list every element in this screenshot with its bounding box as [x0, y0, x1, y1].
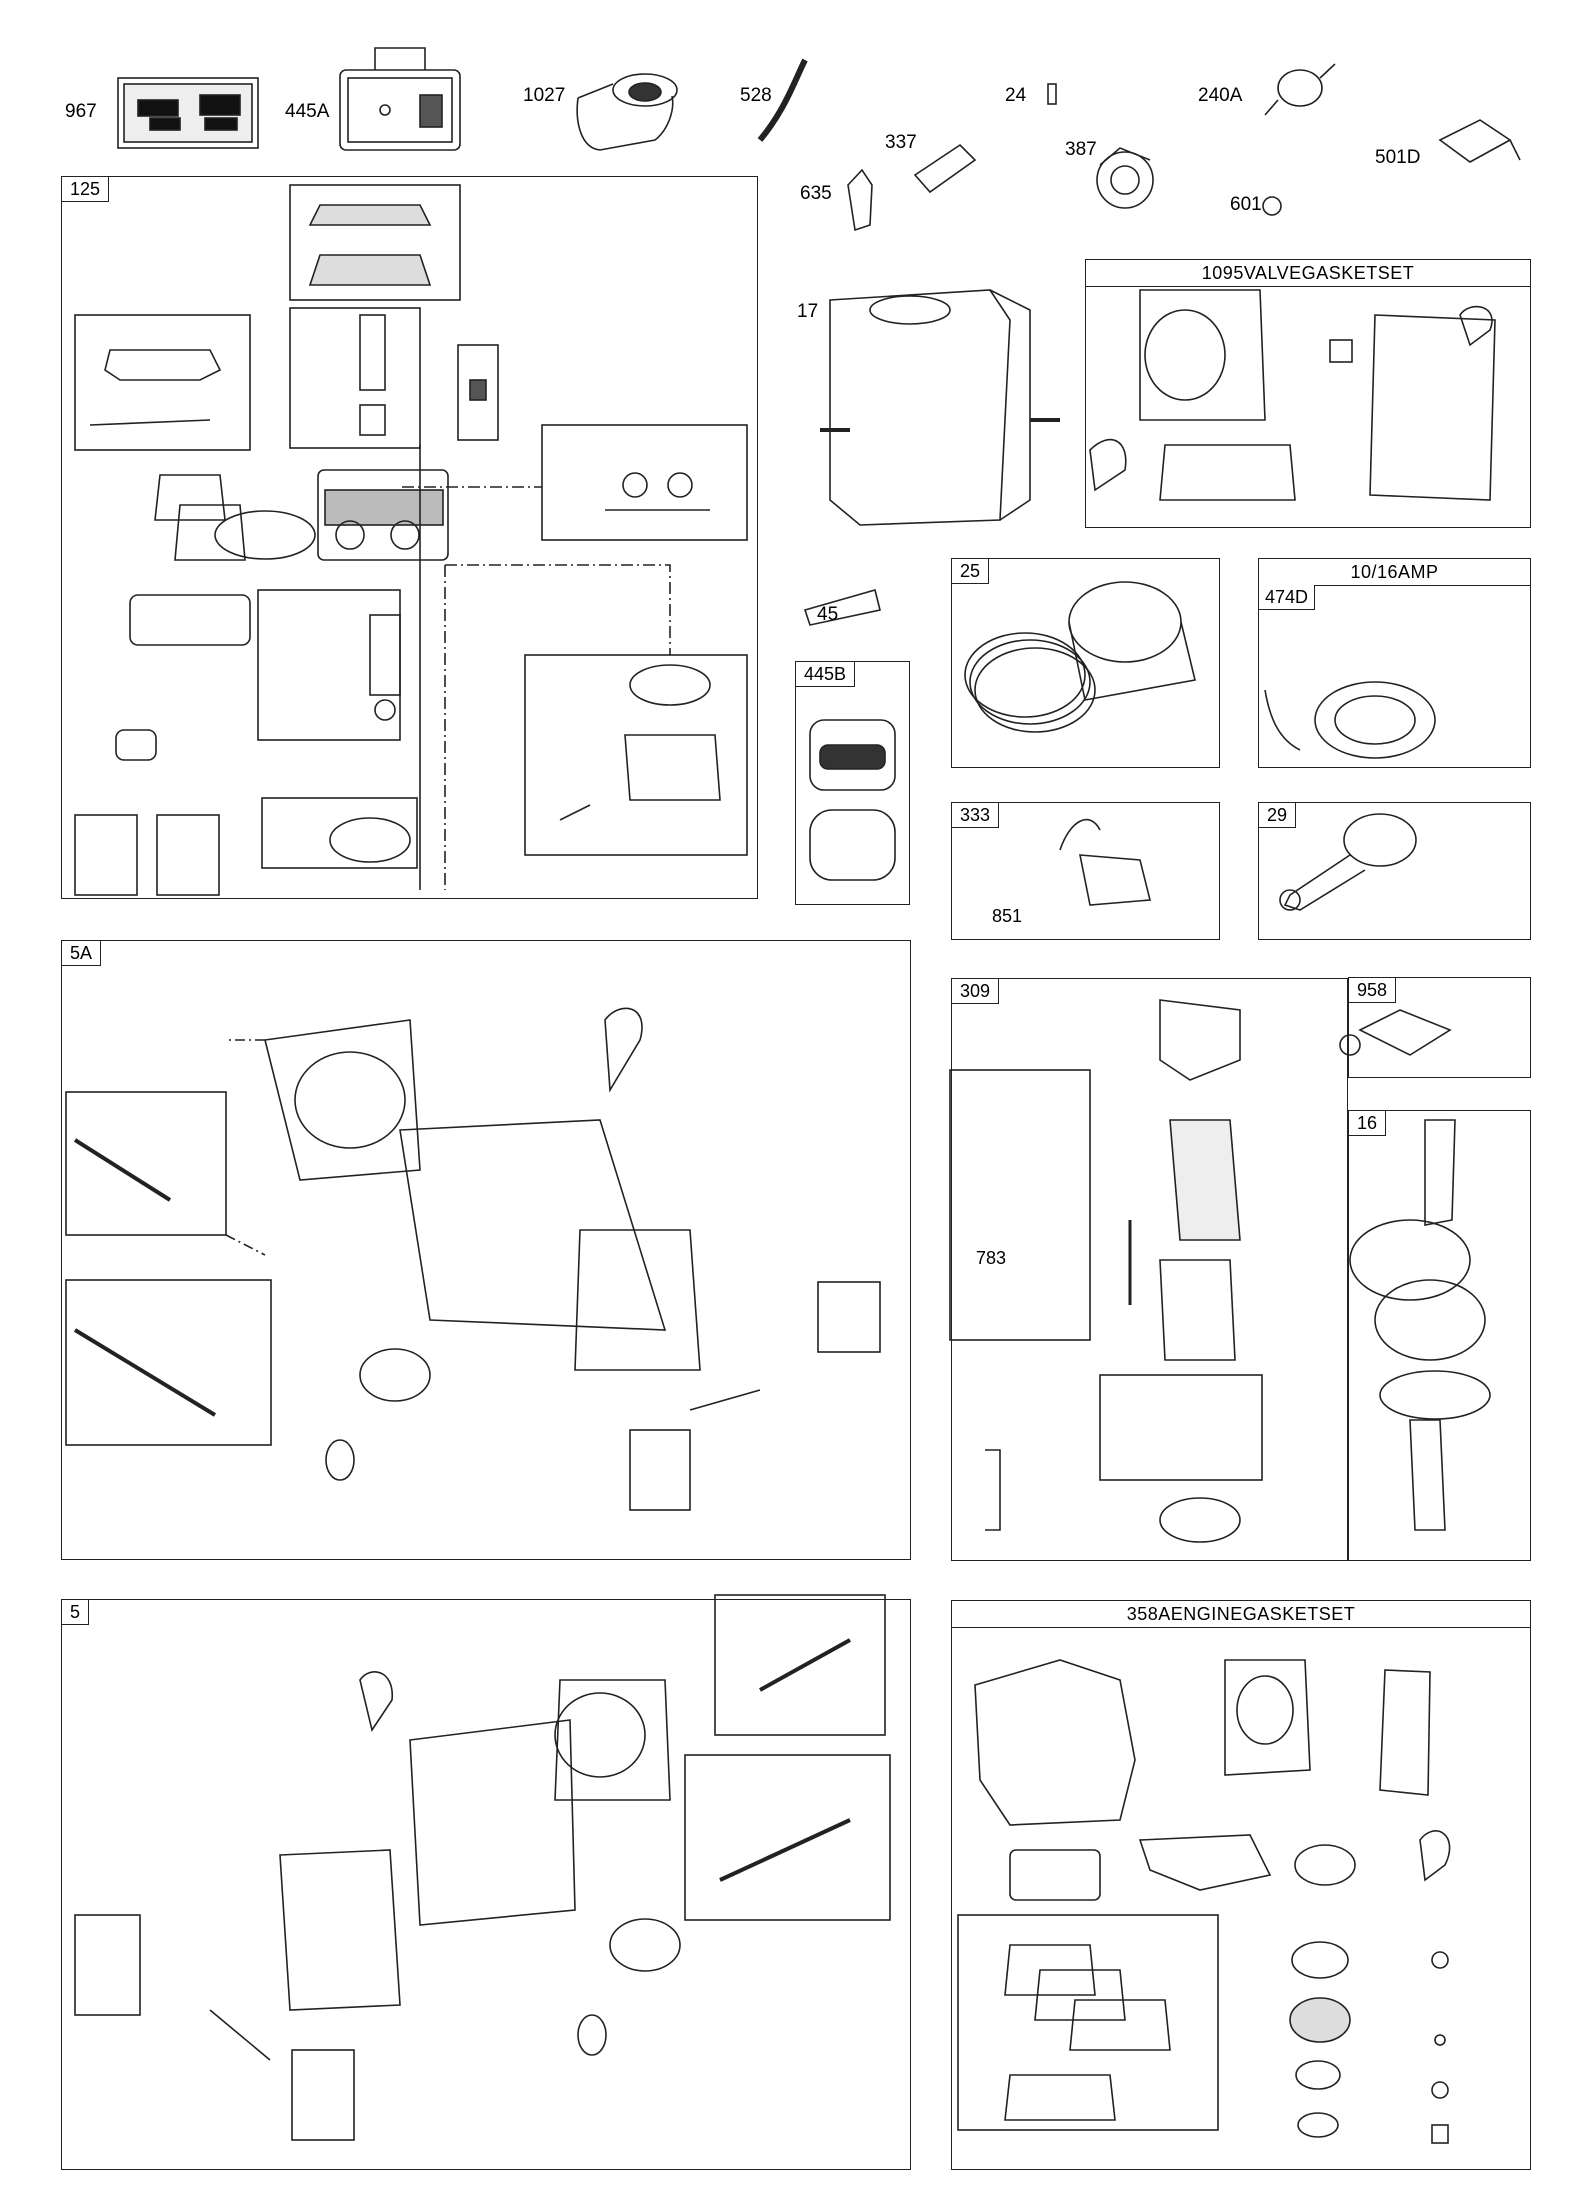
- valve-45-illustration: [803, 589, 881, 626]
- group-box-309: 309 783: [951, 978, 1348, 1561]
- group-tag-16: 16: [1349, 1111, 1387, 1136]
- group-box-125: 125: [61, 176, 758, 899]
- label-part-1027: 1027: [523, 85, 566, 106]
- group-box-16: 16: [1348, 1110, 1531, 1561]
- group-box-29: 29: [1258, 802, 1531, 940]
- group-tag-125: 125: [62, 177, 110, 202]
- label-part-240A: 240A: [1198, 85, 1243, 106]
- alternator-474D-illustration: [1264, 681, 1436, 759]
- cylinder-head-5A-illustration: [65, 1007, 881, 1511]
- label-part-635: 635: [800, 183, 832, 204]
- group-tag-25: 25: [952, 559, 990, 584]
- group-tag-29: 29: [1259, 803, 1297, 828]
- ignition-coil-333-illustration: [1059, 818, 1152, 906]
- cylinder-head-5-illustration: [74, 1594, 891, 2141]
- group-tag-309: 309: [952, 979, 1000, 1004]
- group-tag-5A: 5A: [62, 941, 102, 966]
- air-filter-967-illustration: [117, 77, 259, 149]
- label-part-851: 851: [992, 906, 1023, 926]
- part-635-illustration: [847, 168, 873, 232]
- group-tag-445B: 445B: [796, 662, 856, 687]
- label-part-337: 337: [885, 132, 917, 153]
- clamp-601-illustration: [1262, 196, 1282, 216]
- group-box-333: 333 851: [951, 802, 1220, 940]
- regulator-501D-illustration: [1438, 119, 1521, 163]
- engine-block-17-illustration: [820, 289, 1060, 526]
- group-box-engine-gasket-set: 358AENGINEGASKETSET: [951, 1600, 1531, 2170]
- group-header-10-16amp: 10/16AMP: [1259, 559, 1530, 586]
- group-header-valve-gasket-set: 1095VALVEGASKETSET: [1086, 260, 1530, 287]
- group-tag-474D: 474D: [1259, 585, 1316, 610]
- label-part-17: 17: [797, 301, 819, 322]
- valve-gasket-set-illustration: [1089, 289, 1496, 501]
- part-337-illustration: [913, 143, 977, 194]
- filter-element-445B-illustration: [809, 719, 896, 881]
- hose-528-illustration: [757, 58, 808, 142]
- label-part-445A: 445A: [285, 101, 330, 122]
- group-tag-333: 333: [952, 803, 1000, 828]
- connecting-rod-29-illustration: [1279, 813, 1417, 911]
- piston-25-illustration: [964, 581, 1196, 733]
- starter-motor-309-illustration: [949, 999, 1263, 1543]
- group-box-958: 958: [1348, 977, 1531, 1078]
- label-part-783: 783: [976, 1248, 1007, 1268]
- group-box-valve-gasket-set: 1095VALVEGASKETSET: [1085, 259, 1531, 528]
- group-tag-958: 958: [1349, 978, 1397, 1003]
- group-box-5A: 5A: [61, 940, 911, 1560]
- label-part-501D: 501D: [1375, 147, 1421, 168]
- filter-housing-445A-illustration: [339, 47, 461, 151]
- label-part-528: 528: [740, 85, 772, 106]
- group-tag-5: 5: [62, 1600, 90, 1625]
- group-box-5: 5: [61, 1599, 911, 2170]
- label-part-24: 24: [1005, 85, 1027, 106]
- engine-gasket-set-illustration: [957, 1659, 1451, 2144]
- crankshaft-16-illustration: [1349, 1119, 1491, 1531]
- oil-filter-1027-illustration: [576, 73, 678, 151]
- pin-24-illustration: [1047, 83, 1057, 105]
- label-part-45: 45: [817, 604, 839, 625]
- group-box-25: 25: [951, 558, 1220, 768]
- group-box-445B: 445B: [795, 661, 910, 905]
- label-part-387: 387: [1065, 139, 1097, 160]
- carburetor-group-illustration: [74, 184, 748, 896]
- label-part-967: 967: [65, 101, 97, 122]
- group-box-10-16amp: 10/16AMP 474D: [1258, 558, 1531, 768]
- fuel-pump-387-illustration: [1096, 147, 1154, 209]
- label-part-601: 601: [1230, 194, 1262, 215]
- group-header-engine-gasket-set: 358AENGINEGASKETSET: [952, 1601, 1530, 1628]
- part-958-illustration: [1339, 1009, 1452, 1056]
- fuel-filter-240A-illustration: [1264, 63, 1336, 116]
